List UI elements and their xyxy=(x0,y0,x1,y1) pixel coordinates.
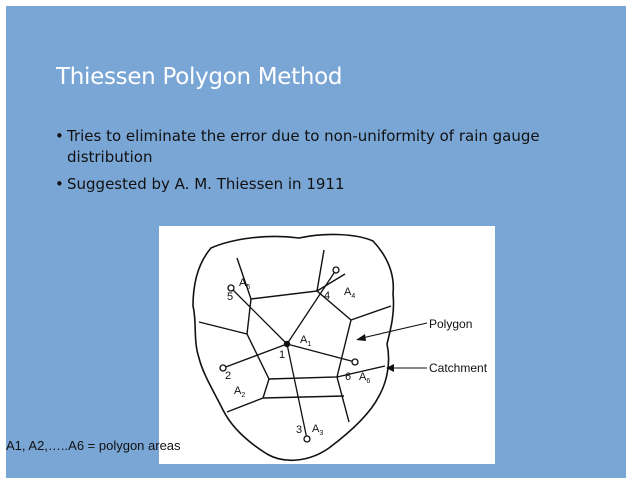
thiessen-diagram: 1 2 3 4 5 6 A1 A2 A3 A4 A5 A6 Polygon Ca… xyxy=(159,226,495,464)
area-subscript: 1 xyxy=(307,341,311,348)
bullet-marker: • xyxy=(55,127,64,145)
bullet-marker: • xyxy=(55,175,64,193)
gauge-3-marker xyxy=(303,435,311,443)
gauge-5-marker xyxy=(227,284,235,292)
caption: A1, A2,…..A6 = polygon areas xyxy=(6,438,181,453)
catchment-callout: Catchment xyxy=(386,361,488,375)
bullet-text: Tries to eliminate the error due to non-… xyxy=(67,127,540,166)
polygon-callout: Polygon xyxy=(356,317,472,341)
catchment-label: Catchment xyxy=(429,361,488,375)
area-subscript: 3 xyxy=(319,430,323,437)
area-letter: A xyxy=(239,277,247,289)
slide-title: Thiessen Polygon Method xyxy=(56,64,343,90)
bullet-list: • Tries to eliminate the error due to no… xyxy=(55,126,575,201)
gauge-2-number: 2 xyxy=(225,370,231,382)
area-letter: A xyxy=(312,423,320,435)
area-a1-label: A1 xyxy=(300,334,311,348)
area-subscript: 2 xyxy=(241,392,245,399)
area-a2-label: A2 xyxy=(234,385,245,399)
area-a6-label: A6 xyxy=(359,371,370,385)
thiessen-diagram-svg: 1 2 3 4 5 6 A1 A2 A3 A4 A5 A6 Polygon Ca… xyxy=(192,233,488,462)
area-letter: A xyxy=(344,286,352,298)
gauge-2-marker xyxy=(219,364,227,372)
gauge-4-number: 4 xyxy=(324,290,330,302)
area-subscript: 5 xyxy=(246,284,250,291)
area-letter: A xyxy=(300,334,308,346)
bullet-item: • Suggested by A. M. Thiessen in 1911 xyxy=(55,174,575,195)
gauge-6-marker xyxy=(351,358,359,366)
area-a4-label: A4 xyxy=(344,286,355,300)
area-letter: A xyxy=(234,385,242,397)
polygon-a1 xyxy=(246,290,352,380)
gauge-5-number: 5 xyxy=(227,291,233,303)
gauge-connectors xyxy=(222,269,356,440)
gauge-4-marker xyxy=(332,266,340,274)
gauge-1-marker xyxy=(283,340,291,348)
catchment-boundary xyxy=(192,233,395,462)
gauge-1-number: 1 xyxy=(279,349,285,361)
polygon-boundaries xyxy=(198,249,392,423)
area-letter: A xyxy=(359,371,367,383)
bullet-text: Suggested by A. M. Thiessen in 1911 xyxy=(67,175,345,193)
area-a3-label: A3 xyxy=(312,423,323,437)
area-subscript: 6 xyxy=(366,378,370,385)
bullet-item: • Tries to eliminate the error due to no… xyxy=(55,126,575,168)
area-subscript: 4 xyxy=(351,293,355,300)
gauge-6-number: 6 xyxy=(345,371,351,383)
gauge-3-number: 3 xyxy=(296,424,302,436)
polygon-label: Polygon xyxy=(429,317,472,331)
area-a5-label: A5 xyxy=(239,277,250,291)
